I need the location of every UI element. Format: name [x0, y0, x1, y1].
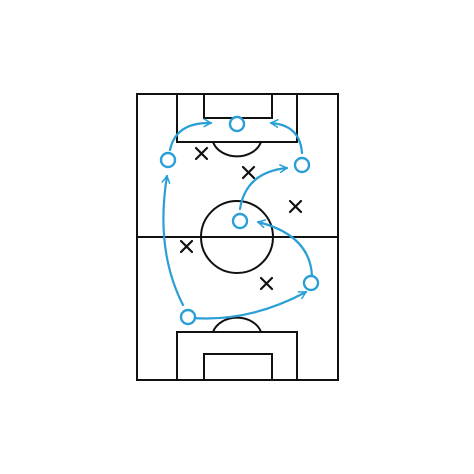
- pass-arrow-icon: [168, 118, 213, 152]
- team-players: [159, 115, 320, 326]
- opponent-x-mark-icon: [288, 199, 303, 214]
- pass-arrow-icon: [256, 219, 314, 278]
- pass-arrow-icon: [238, 164, 289, 211]
- opponent-x-mark-icon: [194, 146, 209, 161]
- opponent-markers: [179, 146, 303, 291]
- pass-arrows: [161, 118, 314, 320]
- player-circle-icon: [228, 115, 246, 133]
- bottom-penalty-arc: [212, 316, 262, 333]
- bottom-penalty-box: [176, 331, 298, 381]
- top-penalty-arc: [212, 141, 262, 158]
- player-circle-icon: [293, 156, 311, 174]
- player-circle-icon: [179, 308, 197, 326]
- opponent-x-mark-icon: [179, 239, 194, 254]
- pass-arrow-icon: [191, 290, 308, 320]
- center-circle: [200, 200, 274, 274]
- player-circle-icon: [159, 151, 177, 169]
- bottom-goal-box: [203, 353, 273, 381]
- pass-arrow-icon: [269, 118, 304, 155]
- player-circle-icon: [302, 274, 320, 292]
- player-circle-icon: [231, 212, 249, 230]
- opponent-x-mark-icon: [259, 276, 274, 291]
- pitch-markings: [136, 93, 339, 381]
- pass-arrow-icon: [161, 174, 185, 307]
- top-goal-box: [203, 93, 273, 119]
- opponent-x-mark-icon: [241, 165, 256, 180]
